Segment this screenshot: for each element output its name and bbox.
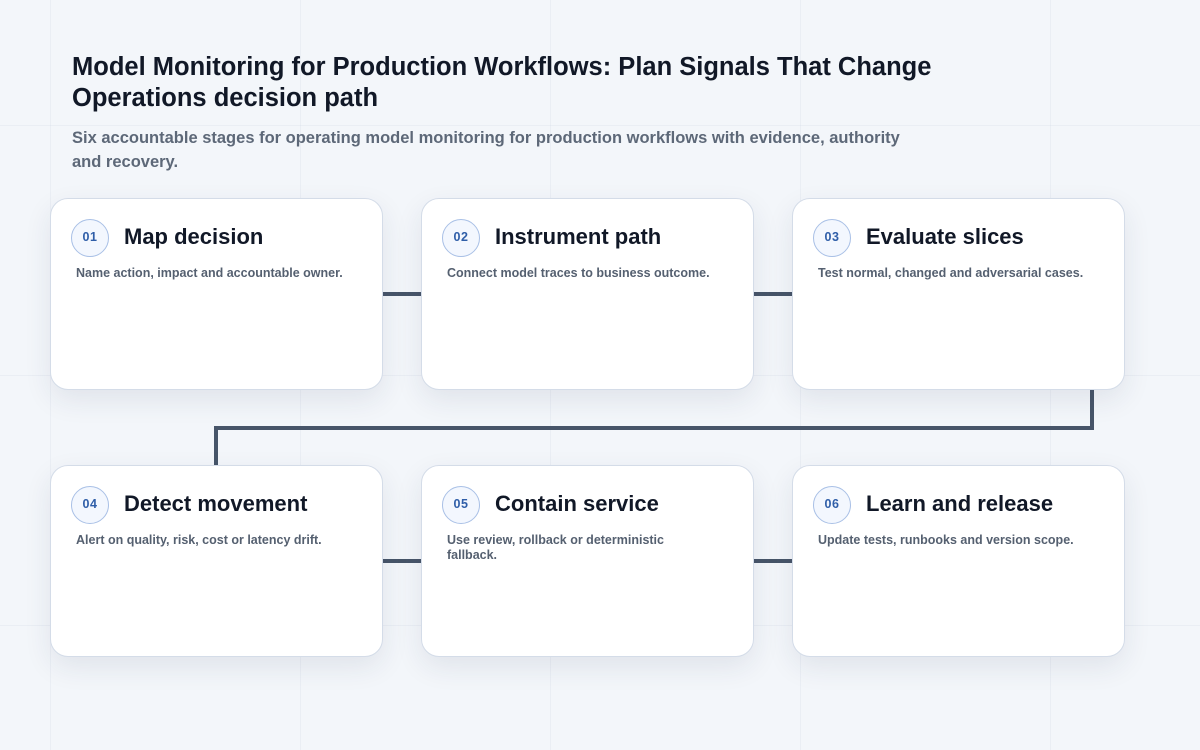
connector-03-04 [214,390,1094,465]
stage-title: Detect movement [124,491,308,516]
stage-number-badge: 02 [442,219,480,257]
stage-number-badge: 06 [813,486,851,524]
stage-card-02: 02 Instrument path Connect model traces … [421,198,754,390]
stage-card-03: 03 Evaluate slices Test normal, changed … [792,198,1125,390]
page-title: Model Monitoring for Production Workflow… [72,53,932,112]
stage-card-04: 04 Detect movement Alert on quality, ris… [50,465,383,657]
stage-description: Test normal, changed and adversarial cas… [818,266,1084,280]
stage-description: Update tests, runbooks and version scope… [818,533,1074,547]
stage-description: Connect model traces to business outcome… [447,266,710,280]
stage-number-badge: 01 [71,219,109,257]
stage-number-badge: 05 [442,486,480,524]
stage-title: Map decision [124,224,264,249]
diagram-header: Model Monitoring for Production Workflow… [72,52,972,174]
stage-number-badge: 03 [813,219,851,257]
stage-card-05: 05 Contain service Use review, rollback … [421,465,754,657]
stage-card-06: 06 Learn and release Update tests, runbo… [792,465,1125,657]
stage-title: Instrument path [495,224,662,249]
stage-title: Learn and release [866,491,1054,516]
stage-description: Use review, rollback or deterministic fa… [447,533,664,562]
page-subtitle: Six accountable stages for operating mod… [72,129,900,171]
stage-number-badge: 04 [71,486,109,524]
stage-card-01: 01 Map decision Name action, impact and … [50,198,383,390]
stage-description: Alert on quality, risk, cost or latency … [76,533,322,547]
stage-title: Evaluate slices [866,224,1024,249]
stage-description: Name action, impact and accountable owne… [76,266,343,280]
stage-title: Contain service [495,491,659,516]
